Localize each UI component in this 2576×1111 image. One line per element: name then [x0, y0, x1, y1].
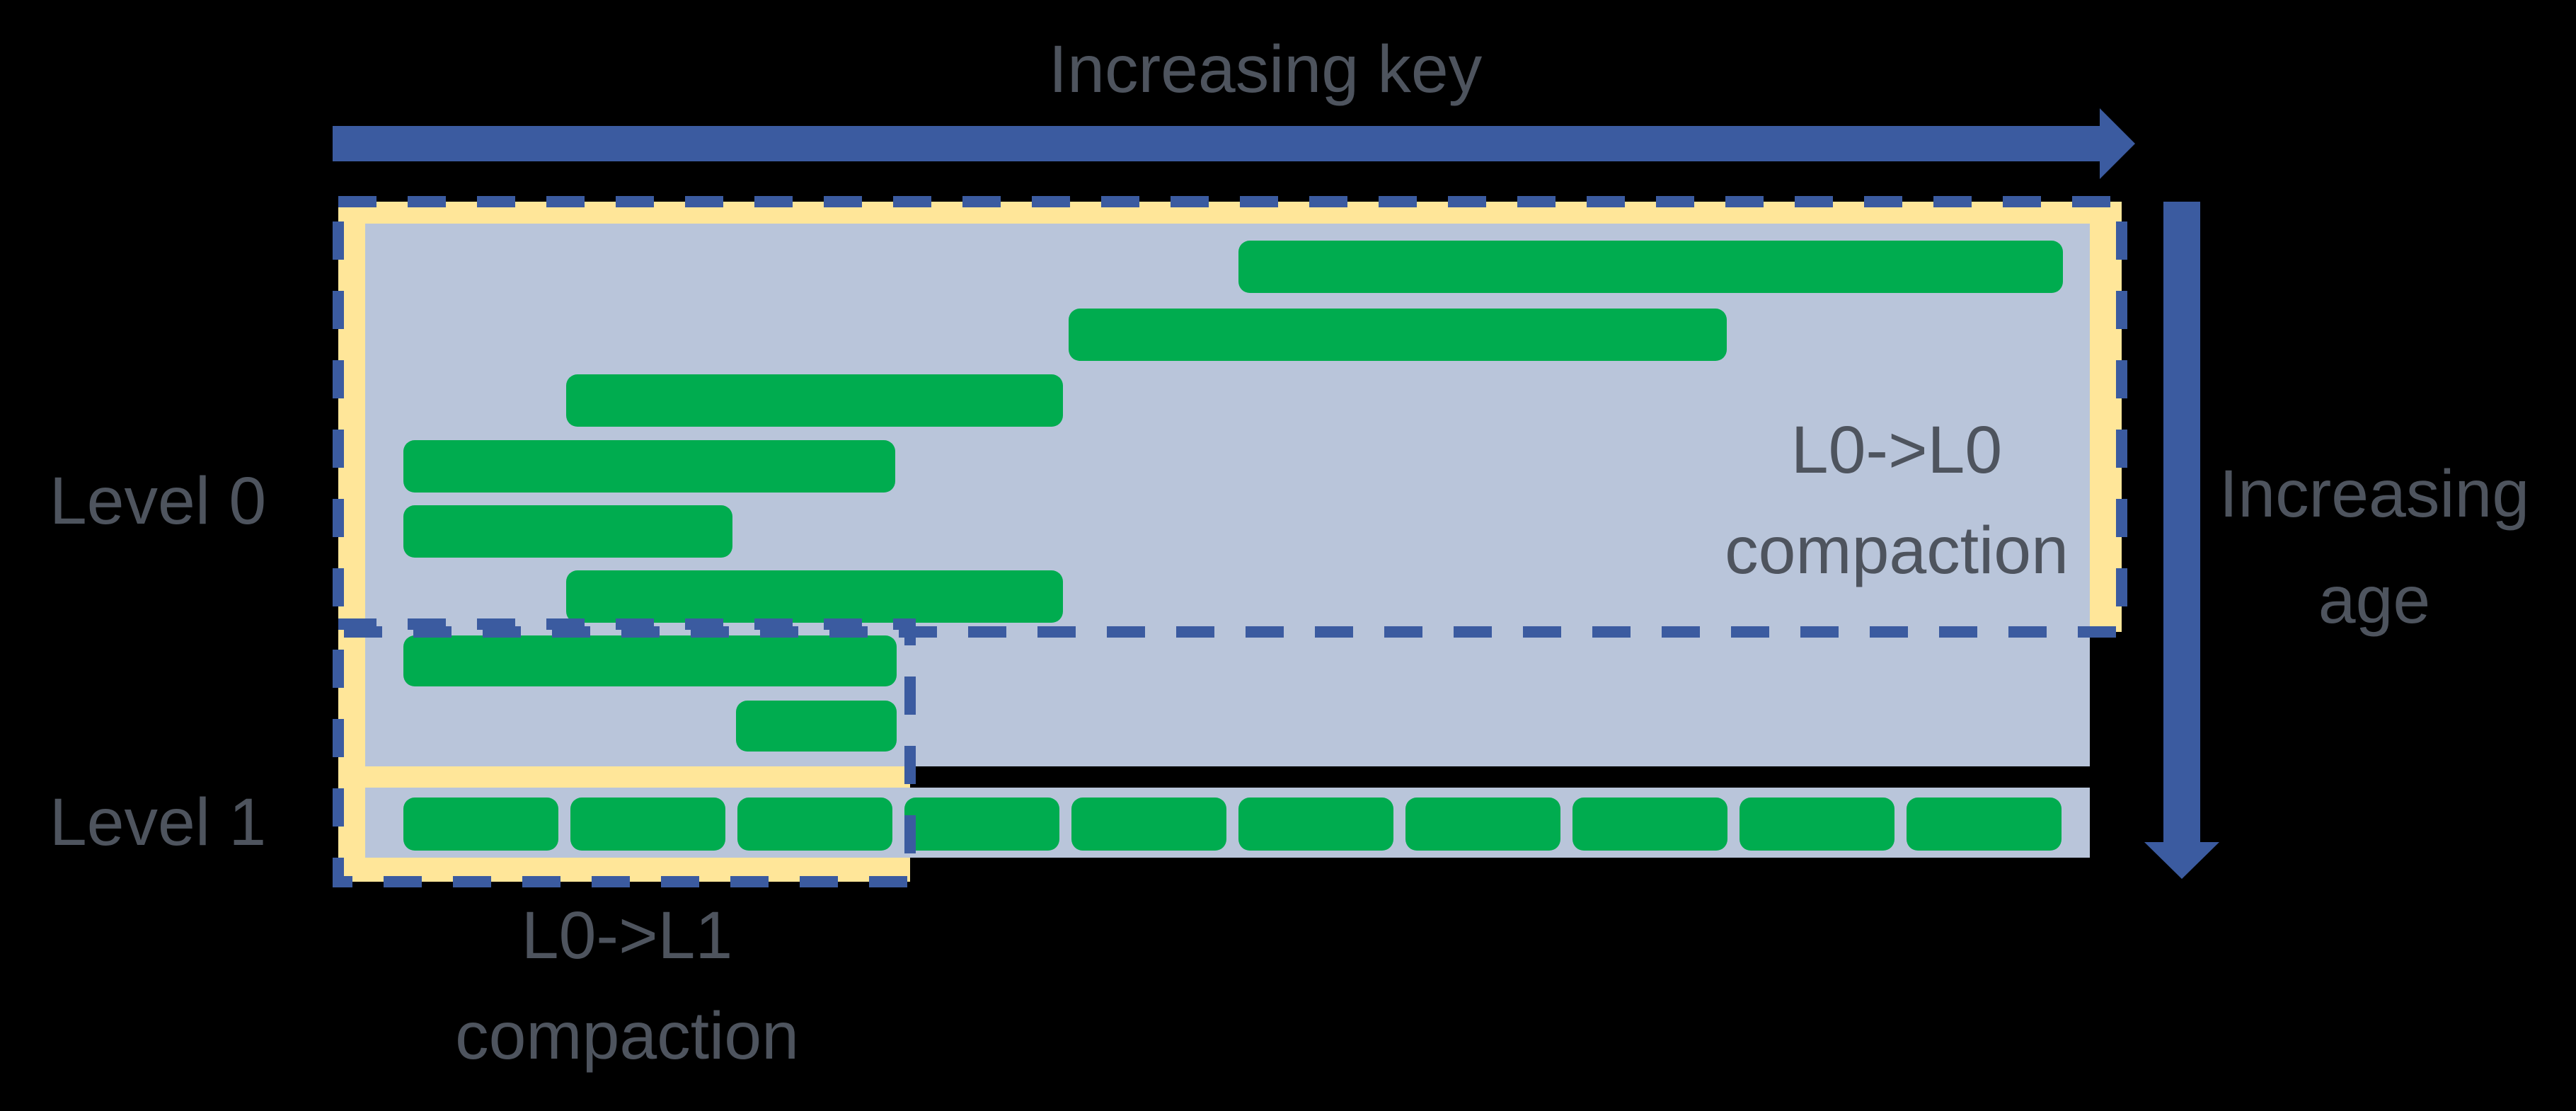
- level1-sstable-segment: [1405, 798, 1560, 851]
- level1-sstable-segment: [570, 798, 725, 851]
- l0-l1-compaction-label-line1: L0->L1: [522, 898, 732, 973]
- level1-label: Level 1: [50, 785, 266, 860]
- l0-l1-region-border: [333, 618, 916, 887]
- level0-sstable: [736, 701, 897, 752]
- level0-sstable: [566, 570, 1063, 623]
- level1-sstable-segment: [1907, 798, 2062, 851]
- level0-sstables: [403, 241, 2063, 752]
- level1-sstable-segment: [1572, 798, 1727, 851]
- level1-sstable-segment: [737, 798, 892, 851]
- level0-sstable: [403, 635, 897, 686]
- level1-sstable-segment: [403, 798, 558, 851]
- level0-sstable: [1069, 309, 1727, 361]
- level0-sstable: [403, 440, 895, 493]
- level1-sstable-segment: [1740, 798, 1894, 851]
- increasing-key-label: Increasing key: [1049, 32, 1483, 107]
- increasing-age-label-line1: Increasing: [2219, 456, 2529, 531]
- l0-l0-compaction-label-line1: L0->L0: [1791, 413, 2002, 488]
- level1-sstables: [403, 798, 2062, 851]
- increasing-key-arrow: [333, 108, 2135, 179]
- level0-label: Level 0: [50, 464, 266, 539]
- l0-l0-compaction-label-line2: compaction: [1725, 513, 2069, 588]
- level0-sstable: [1238, 241, 2063, 293]
- level1-sstable-segment: [1238, 798, 1393, 851]
- l0-l1-compaction-label-line2: compaction: [455, 998, 799, 1073]
- level1-sstable-segment: [904, 798, 1059, 851]
- increasing-age-arrow: [2144, 202, 2219, 879]
- increasing-age-label-line2: age: [2318, 563, 2431, 638]
- level0-sstable: [566, 374, 1063, 427]
- level1-sstable-segment: [1071, 798, 1226, 851]
- level0-sstable: [403, 505, 732, 558]
